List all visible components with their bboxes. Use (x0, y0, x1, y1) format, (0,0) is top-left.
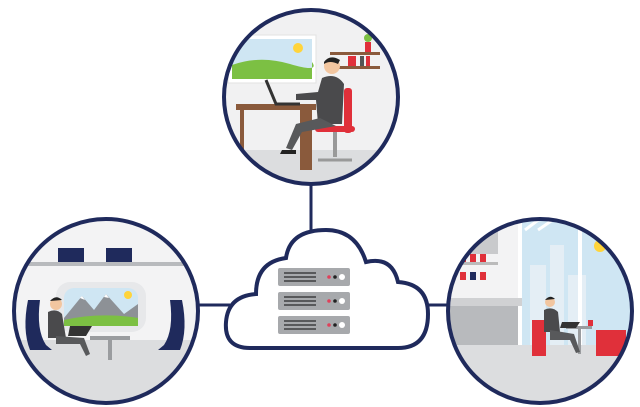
train-window (56, 282, 146, 332)
cafe-worker (544, 296, 580, 353)
train-commuter (48, 297, 92, 356)
window-landscape (227, 34, 317, 84)
server-unit (278, 268, 350, 286)
luggage-rack (20, 248, 190, 266)
cloud-icon (223, 227, 431, 350)
cafe-circle (446, 217, 634, 405)
shelf (330, 34, 380, 69)
server-unit (278, 316, 350, 334)
train-scene (14, 219, 198, 403)
cafe-scene (448, 219, 632, 403)
train-circle (12, 217, 200, 405)
office-scene (224, 10, 398, 184)
train-seats (25, 300, 185, 360)
office-circle (222, 8, 400, 186)
cafe-chairs (532, 320, 626, 356)
server-rack (278, 268, 350, 334)
office-worker (280, 57, 344, 154)
server-unit (278, 292, 350, 310)
